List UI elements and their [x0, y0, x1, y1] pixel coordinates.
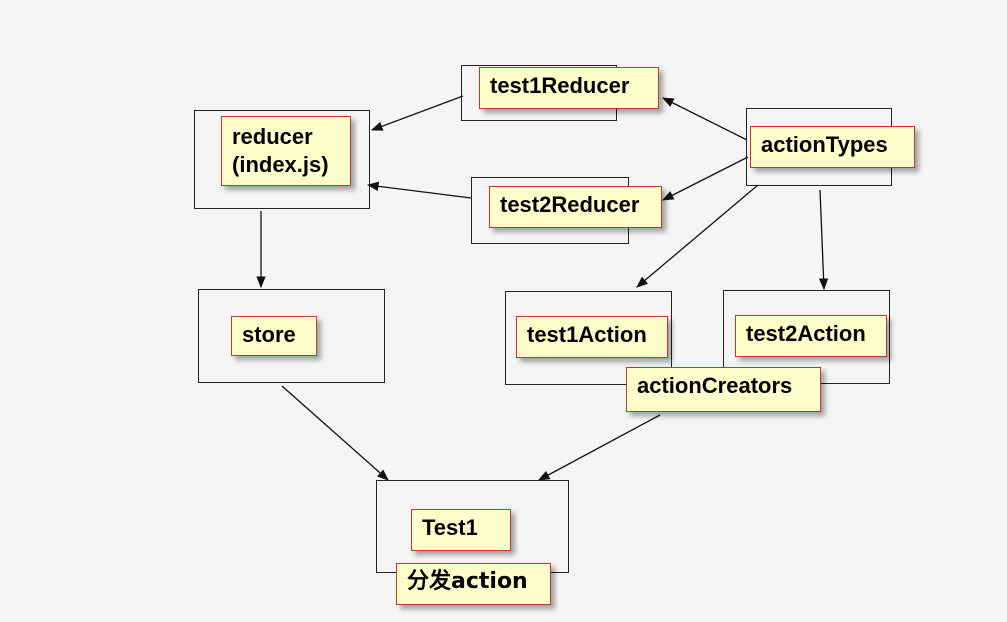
- edge-store-to-test1: [281, 385, 389, 481]
- edge-actiontypes-to-test1reducer: [661, 97, 748, 141]
- dispatch-action-label: 分发action: [396, 563, 551, 605]
- test1-action-label: test1Action: [516, 316, 668, 358]
- action-types-label: actionTypes: [750, 126, 915, 168]
- test1-action-box: [505, 291, 672, 385]
- edge-test1reducer-to-reducer: [370, 95, 464, 131]
- reducer-index-label-line1: reducer: [232, 124, 313, 149]
- action-creators-label: actionCreators: [626, 367, 821, 412]
- test1-reducer-label: test1Reducer: [479, 67, 659, 109]
- edge-actiontypes-to-test2action: [818, 189, 829, 291]
- test2-action-label: test2Action: [735, 315, 887, 357]
- test1-component-label: Test1: [411, 509, 511, 551]
- reducer-index-box: [194, 110, 370, 209]
- reducer-index-label: reducer (index.js): [221, 116, 351, 186]
- store-box: [198, 289, 385, 383]
- edge-actiontypes-to-test2reducer: [661, 156, 749, 201]
- edge-actiontypes-to-test1action: [636, 184, 759, 288]
- test2-reducer-label: test2Reducer: [489, 186, 662, 228]
- edge-test2reducer-to-reducer: [366, 181, 472, 199]
- edge-actioncreators-to-test1: [537, 414, 661, 481]
- store-label: store: [231, 316, 317, 356]
- reducer-index-label-line2: (index.js): [232, 152, 329, 177]
